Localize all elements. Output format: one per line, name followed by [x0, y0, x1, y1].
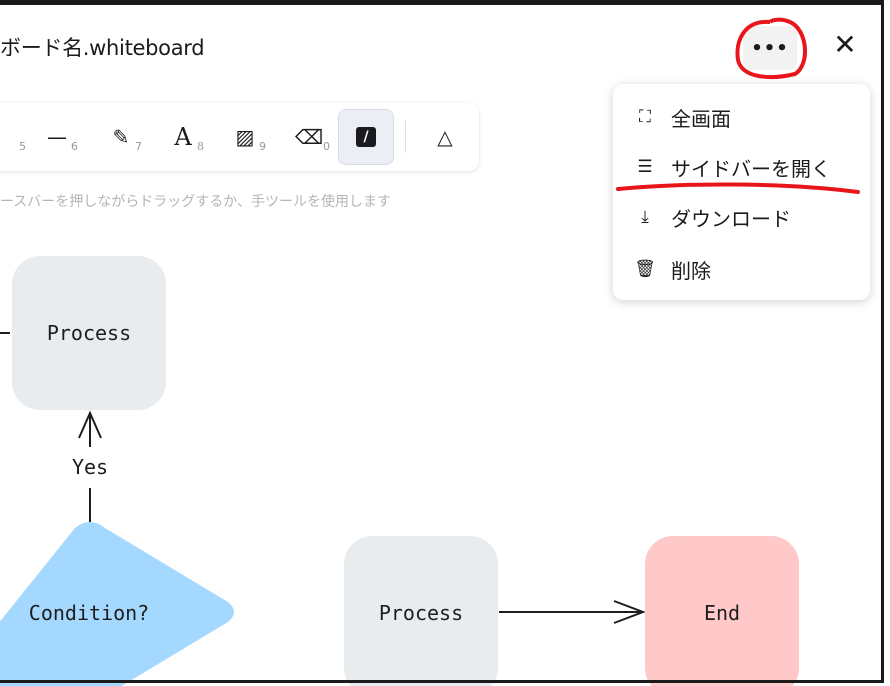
menu-item-download[interactable]: ⤓ ダウンロード [613, 197, 870, 237]
close-button[interactable]: ✕ [833, 28, 857, 61]
shapes-icon: △ [437, 125, 453, 149]
fullscreen-icon: ⛶ [639, 107, 651, 127]
more-options-button[interactable]: ••• [743, 26, 797, 70]
menu-item-delete[interactable]: 🗑 削除 [613, 249, 870, 289]
eraser-icon: ⌫ [294, 125, 324, 149]
menu-item-fullscreen[interactable]: ⛶ 全画面 [613, 97, 870, 137]
shortcut-key: 8 [197, 140, 204, 153]
tool-pencil[interactable]: ✎7 [96, 112, 146, 162]
arrowhead-up [78, 410, 102, 439]
shortcut-key: 7 [135, 140, 142, 153]
toolbar-divider [405, 121, 406, 153]
pencil-icon: ✎ [112, 125, 130, 149]
shortcut-key: 6 [71, 140, 78, 153]
download-icon: ⤓ [641, 207, 649, 227]
laser-icon: / [356, 127, 376, 147]
menu-item-label: 削除 [671, 258, 711, 283]
end-label: End [704, 601, 740, 625]
menu-item-label: ダウンロード [671, 206, 791, 231]
sidebar-icon: ☰ [637, 157, 653, 177]
canvas-hint: ースバーを押しながらドラッグするか、手ツールを使用します [0, 194, 392, 210]
menu-item-label: サイドバーを開く [671, 156, 831, 181]
text-icon: A [174, 123, 192, 151]
menu-item-open-sidebar[interactable]: ☰ サイドバーを開く [613, 147, 870, 187]
condition-shape[interactable] [0, 522, 234, 686]
process-shape-bottom[interactable] [344, 536, 498, 686]
tool-eraser[interactable]: ⌫0 [284, 112, 334, 162]
process-bottom-label: Process [379, 601, 463, 625]
image-icon: ▨ [235, 125, 255, 149]
window-frame-top [0, 0, 884, 5]
tool-laser[interactable]: / [338, 109, 394, 165]
end-shape[interactable] [645, 536, 799, 686]
tool-image[interactable]: ▨9 [220, 112, 270, 162]
menu-item-label: 全画面 [671, 106, 731, 131]
yes-label: Yes [72, 455, 108, 479]
process-top-label: Process [47, 321, 131, 345]
arrowhead-right [613, 600, 646, 624]
tool-rectangle[interactable]: 5 [0, 112, 30, 162]
shortcut-key: 5 [19, 140, 26, 153]
process-shape-top[interactable] [12, 256, 166, 410]
tool-line[interactable]: —6 [32, 112, 82, 162]
options-menu: ⛶ 全画面 ☰ サイドバーを開く ⤓ ダウンロード 🗑 削除 [613, 84, 870, 300]
line-icon: — [47, 125, 67, 149]
shortcut-key: 9 [259, 140, 266, 153]
trash-icon: 🗑 [634, 259, 656, 279]
shortcut-key: 0 [323, 140, 330, 153]
tool-shapes[interactable]: △ [420, 112, 470, 162]
board-title: ボード名.whiteboard [0, 36, 205, 60]
condition-label: Condition? [29, 601, 149, 625]
